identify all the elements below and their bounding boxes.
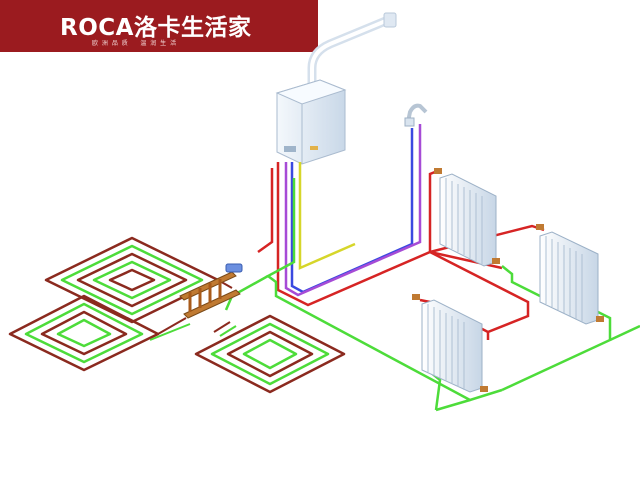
brand-banner: ROCA洛卡生活家 欧 洲 品 质 温 润 生 活 bbox=[0, 0, 318, 52]
flue-pipe bbox=[307, 12, 397, 95]
hot-water-pipe bbox=[284, 124, 422, 297]
brand-tagline: 欧 洲 品 质 温 润 生 活 bbox=[92, 40, 178, 47]
radiator bbox=[536, 224, 604, 325]
water-heater-tap bbox=[404, 103, 428, 127]
radiator bbox=[434, 168, 500, 267]
brand-logo: ROCA洛卡生活家 bbox=[60, 8, 251, 42]
brand-logo-latin: ROCA bbox=[60, 15, 134, 41]
floor-heating-manifold bbox=[179, 263, 243, 319]
gas-pipe bbox=[298, 162, 356, 270]
underfloor-heating-loop bbox=[194, 314, 346, 394]
wall-hung-boiler bbox=[275, 79, 347, 165]
radiator bbox=[412, 294, 488, 393]
brand-logo-cn: 洛卡生活家 bbox=[133, 15, 252, 41]
floor-loop-feeders bbox=[149, 279, 237, 341]
underfloor-heating-loop bbox=[8, 294, 160, 372]
